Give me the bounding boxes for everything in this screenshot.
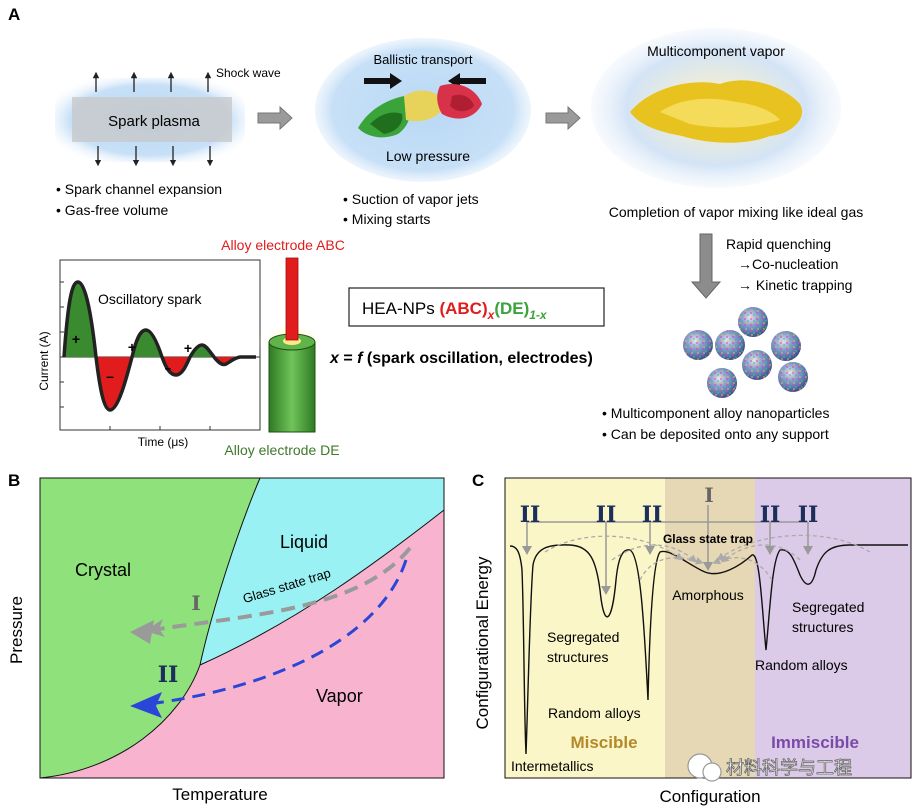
electrodes: Alloy electrode ABC Alloy electrode DE [221,237,345,458]
path-ii-label-c4: II [760,502,781,528]
trap-label-c: Glass state trap [663,532,753,546]
nanoparticle [683,330,713,360]
equation-text: x = f (spark oscillation, electrodes) [329,350,593,367]
crystal-label: Crystal [75,560,131,580]
formula-text: HEA-NPs (ABC)x(DE)1-x [362,299,548,322]
liquid-label: Liquid [280,532,328,552]
pos-lobe-3 [190,345,214,357]
minus-mark-1: – [106,368,114,384]
path-ii-label-c1: II [520,502,541,528]
vapor-label: Vapor [316,686,363,706]
shock-wave-label: Shock wave [216,66,281,80]
energy-curve [509,544,908,755]
low-pressure-label: Low pressure [386,148,470,164]
path-i-label-c: I [704,483,713,507]
electrode-de [268,341,316,433]
c-xlabel: Configuration [659,787,760,806]
stage2-bullet-2: • Mixing starts [343,211,430,227]
stage-arrow-2 [545,105,581,131]
shock-arrows [92,71,214,167]
quench-line-3: → Kinetic trapping [738,277,852,293]
stage1-bullet-1: • Spark channel expansion [56,181,222,197]
pos-lobe-1 [64,282,96,357]
nano-bullet-1: • Multicomponent alloy nanoparticles [602,405,829,421]
minus-mark-2: – [165,361,172,375]
segregated-right-label-2: structures [792,619,853,635]
path-i-label: I [191,591,200,615]
panel-b-label: B [8,471,20,490]
phase-diagram: Crystal Liquid Vapor Glass state trap I … [39,477,445,779]
jet-arrow-left [364,73,402,89]
spark-xlabel: Time (μs) [138,435,188,449]
quench-line-1: Rapid quenching [726,236,831,252]
nanoparticle [771,331,801,361]
segregated-left-label-2: structures [547,649,608,665]
vapor-title: Multicomponent vapor [647,43,785,59]
nanoparticle [778,362,808,392]
spark-plasma-stage: Spark plasma Shock wave • Spark channel … [55,66,281,218]
nanoparticle [715,330,745,360]
segregated-left-label-1: Segregated [547,629,619,645]
ballistic-label: Ballistic transport [374,52,473,67]
energy-landscape: II II II II II I Glass state trap Interm… [504,477,912,779]
nano-bullet-2: • Can be deposited onto any support [602,426,829,442]
segregated-right-label-1: Segregated [792,599,864,615]
b-xlabel: Temperature [172,785,267,804]
c-ylabel: Configurational Energy [473,556,492,729]
intermetallics-label: Intermetallics [511,758,593,774]
miscible-region [505,478,665,778]
plasma-label: Spark plasma [108,113,200,130]
stage-arrow-1 [257,105,293,131]
quench-arrow [690,233,722,299]
vapor-caption: Completion of vapor mixing like ideal ga… [609,204,863,220]
electrode-abc-label: Alloy electrode ABC [221,237,345,253]
liquid-vapor-boundary [199,509,445,666]
plus-mark-2: + [128,339,136,355]
path-ii-arrows [526,522,809,590]
path-ii-label: II [158,662,179,688]
watermark: 材料科学与工程 [687,753,852,782]
random-alloys-left-label: Random alloys [548,705,641,721]
plus-mark-3: + [184,340,192,356]
spark-current-curve [62,280,256,412]
liquid-region [200,478,444,665]
amorphous-label: Amorphous [672,587,744,603]
neg-lobe-1 [96,357,132,410]
spark-ylabel: Current (A) [37,331,51,390]
nanoparticle [707,368,737,398]
ballistic-stage: Ballistic transport Low pressure • Sucti… [315,38,531,227]
path-ii-label-c5: II [798,502,819,528]
nanoparticle [738,307,768,337]
panel-a-label: A [8,5,20,24]
stage2-bullet-1: • Suction of vapor jets [343,191,479,207]
formula-box [348,287,605,327]
amorphous-region [665,478,755,778]
panel-c-label: C [472,471,484,490]
path-ii-label-c2: II [596,502,617,528]
path-i [144,546,412,633]
spark-plot-title: Oscillatory spark [98,291,202,307]
glass-trap-arrows [544,534,871,581]
stage1-bullet-2: • Gas-free volume [56,202,168,218]
nanoparticle [742,350,772,380]
path-ii [139,559,408,707]
immiscible-region [755,478,911,778]
path-ii-label-c3: II [642,502,663,528]
miscible-label: Miscible [570,733,637,752]
b-ylabel: Pressure [7,596,26,664]
vapor-stage: Multicomponent vapor Completion of vapor… [591,28,863,220]
plasma-core [72,97,232,142]
electrode-abc [285,257,299,341]
vapor-jets [358,84,482,138]
spark-current-plot: Oscillatory spark + + + – – Time (μs) Cu… [37,259,261,449]
random-alloys-right-label: Random alloys [755,657,848,673]
immiscible-label: Immiscible [771,733,859,752]
plus-mark-1: + [72,331,80,347]
watermark-text: 材料科学与工程 [726,758,852,779]
quench-line-2: →Co-nucleation [738,256,838,272]
electrode-de-label: Alloy electrode DE [224,442,339,458]
nanoparticles [683,307,808,398]
